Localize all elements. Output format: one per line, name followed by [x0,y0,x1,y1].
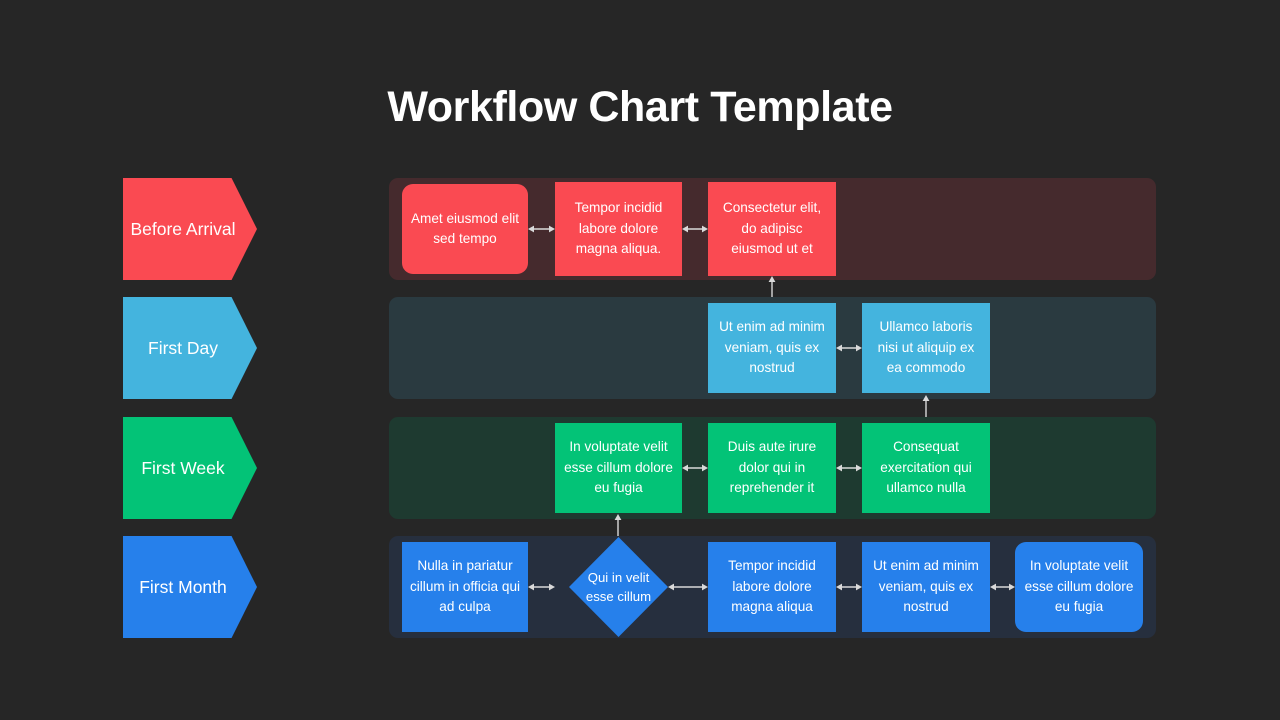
node-first-month-5[interactable]: In voluptate velit esse cillum dolore eu… [1015,542,1143,632]
swimlane-row-first-week: First Week In voluptate velit esse cillu… [0,417,1280,519]
connector-arrow-horizontal [528,223,555,235]
connector-arrow-horizontal [682,462,708,474]
connector-arrow-horizontal [528,581,555,593]
node-first-day-1[interactable]: Ut enim ad minim veniam, quis ex nostrud [708,303,836,393]
lane-label-before-arrival[interactable] [123,178,257,280]
node-first-week-3[interactable]: Consequat exercitation qui ullamco nulla [862,423,990,513]
lane-label-first-week[interactable] [123,417,257,519]
connector-arrow-horizontal [990,581,1015,593]
lane-label-text-first-day: First Day [148,337,218,358]
connector-arrow-horizontal [668,581,708,593]
swimlane-row-first-day: First Day Ut enim ad minim veniam, quis … [0,297,1280,399]
node-first-month-3[interactable]: Tempor incidid labore dolore magna aliqu… [708,542,836,632]
lane-label-text-first-month: First Month [139,576,227,597]
node-before-arrival-3[interactable]: Consectetur elit, do adipisc eiusmod ut … [708,182,836,276]
swimlane-row-before-arrival: Before Arrival Amet eiusmod elit sed tem… [0,178,1280,280]
swimlane-row-first-month: First Month Nulla in pariatur cillum in … [0,536,1280,638]
node-before-arrival-1[interactable]: Amet eiusmod elit sed tempo [402,184,528,274]
lane-label-text-before-arrival: Before Arrival [130,218,236,239]
connector-arrow-horizontal [836,462,862,474]
connector-arrow-horizontal [836,581,862,593]
node-first-day-2[interactable]: Ullamco laboris nisi ut aliquip ex ea co… [862,303,990,393]
page-title: Workflow Chart Template [387,83,893,131]
lane-label-first-month[interactable] [123,536,257,638]
connector-arrow-horizontal [682,223,708,235]
connector-arrow-horizontal [836,342,862,354]
lane-label-first-day[interactable] [123,297,257,399]
node-before-arrival-2[interactable]: Tempor incidid labore dolore magna aliqu… [555,182,682,276]
node-first-month-1[interactable]: Nulla in pariatur cillum in officia qui … [402,542,528,632]
lane-label-text-first-week: First Week [141,457,225,478]
node-first-week-2[interactable]: Duis aute irure dolor qui in reprehender… [708,423,836,513]
node-first-week-1[interactable]: In voluptate velit esse cillum dolore eu… [555,423,682,513]
node-first-month-4[interactable]: Ut enim ad minim veniam, quis ex nostrud [862,542,990,632]
